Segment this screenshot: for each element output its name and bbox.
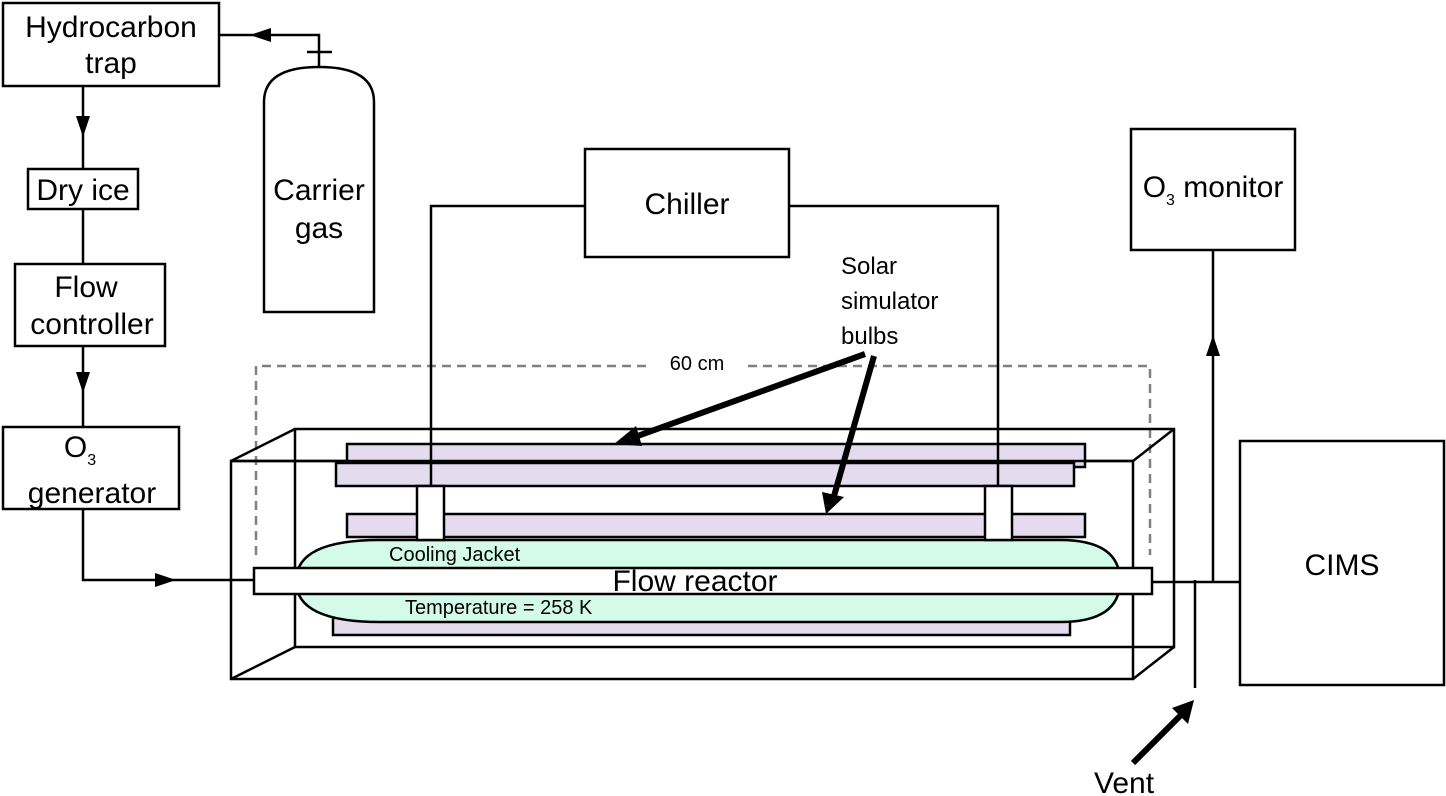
o3-generator-label-2: generator [28,477,156,510]
controller-to-generator-arrowhead [76,372,90,393]
flow-controller-label-2: controller [30,308,153,341]
vent-arrow-head [1172,700,1194,724]
chiller: Chiller [583,147,791,259]
o3-generator-label-1: O3 [64,431,96,469]
solar-bulbs-label-1: Solar [841,253,897,280]
o3-monitor: O3 monitor [1129,127,1297,252]
solar-arrow-2-head [822,492,844,514]
carrier-gas-label-2: gas [295,212,343,245]
generator-to-reactor-arrowhead [155,573,176,587]
coolant-port-right [983,484,1014,542]
solar-bulb-2 [334,461,1076,488]
cims: CIMS [1238,439,1446,687]
cims-label: CIMS [1305,549,1380,582]
length-dimension-line [254,364,1152,555]
solar-bulbs-annotation: Solar simulator bulbs [841,253,938,350]
solar-bulbs-label-3: bulbs [841,323,898,350]
carrier-gas-label-1: Carrier [273,174,365,207]
o3-generator: O3 generator [1,425,181,511]
chiller-return-line [789,204,1000,486]
hydrocarbon-trap-label-1: Hydrocarbon [25,11,197,44]
hydrocarbon-trap: Hydrocarbon trap [1,1,221,88]
vent-arrow [1130,710,1186,766]
cooling-jacket-label: Cooling Jacket [389,544,521,566]
coolant-port-left [415,484,446,542]
flow-controller-label-1: Flow [54,271,118,304]
solar-bulb-3 [345,512,1087,539]
trap-to-dryice-arrowhead [76,116,90,137]
o3-monitor-label: O3 monitor [1143,171,1284,209]
dry-ice-label: Dry ice [36,174,129,207]
flow-reactor: Flow reactor [252,565,1154,598]
temperature-label: Temperature = 258 K [405,597,593,619]
solar-bulbs-label-2: simulator [841,288,938,315]
generator-to-reactor-line [81,509,255,582]
carrier-gas-cylinder: Carrier gas [262,65,376,314]
carrier-to-trap-arrowhead [250,28,271,42]
length-label: 60 cm [670,353,724,375]
dry-ice: Dry ice [26,167,140,211]
monitor-sample-arrowhead [1206,335,1220,356]
solar-arrow-1-head [614,426,642,446]
flow-reactor-label: Flow reactor [612,565,777,598]
chiller-supply-line [429,204,585,486]
chiller-label: Chiller [644,188,729,221]
solar-arrow-2 [831,355,877,497]
solar-arrow-1 [630,351,867,441]
flow-controller: Flow controller [13,262,167,348]
vent-label: Vent [1094,767,1155,796]
hydrocarbon-trap-label-2: trap [85,47,137,80]
